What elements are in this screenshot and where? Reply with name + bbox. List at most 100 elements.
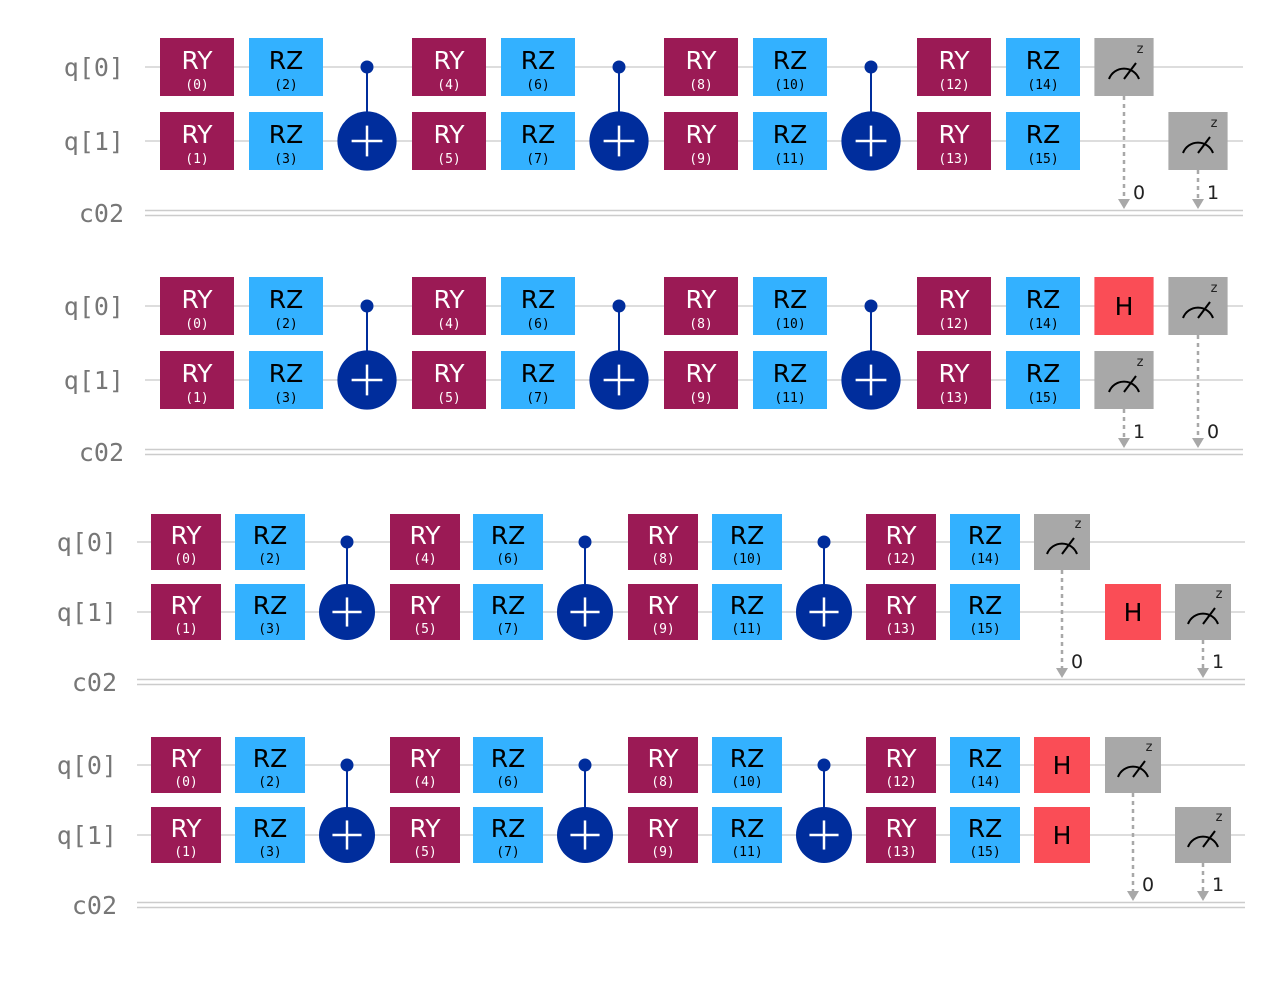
gate-parameter: (11) [774, 152, 805, 167]
gate-label: RY [181, 285, 213, 314]
gate-label: RZ [521, 46, 556, 75]
meter-icon: z [1108, 355, 1144, 393]
gate-parameter: (13) [885, 845, 916, 860]
classical-bit-index: 1 [1212, 874, 1224, 896]
classical-register-label: c02 [79, 199, 124, 228]
rz-gate [753, 112, 827, 170]
gate-parameter: (5) [413, 845, 436, 860]
meter-icon: z [1117, 740, 1153, 778]
gate-label: H [1053, 821, 1072, 850]
ry-gate [917, 277, 991, 335]
meter-icon: z [1108, 42, 1144, 80]
rz-gate [1006, 351, 1080, 409]
classical-bit-index: 1 [1133, 421, 1145, 443]
meter-needle [1202, 830, 1216, 848]
ry-gate [628, 584, 698, 640]
ry-gate [866, 807, 936, 863]
meter-basis-label: z [1146, 740, 1153, 755]
meter-needle [1197, 301, 1211, 319]
ry-gate [390, 514, 460, 570]
gate-parameter: (4) [413, 775, 436, 790]
qubit-label: q[0] [57, 528, 117, 557]
rz-gate [249, 277, 323, 335]
gate-label: RZ [1026, 120, 1061, 149]
ry-gate [866, 514, 936, 570]
circuit-3: q[0]q[1]c02RY(0)RY(1)RZ(2)RZ(3)RY(4)RY(5… [57, 514, 1245, 697]
ry-gate [664, 277, 738, 335]
qubit-label: q[1] [57, 821, 117, 850]
gate-parameter: (8) [689, 317, 712, 332]
meter-arc [1117, 765, 1149, 778]
ry-gate [160, 38, 234, 96]
qubit-label: q[0] [57, 751, 117, 780]
cnot-control-dot [360, 60, 374, 74]
gate-label: RY [433, 285, 465, 314]
gate-label: RY [885, 814, 917, 843]
gate-label: H [1053, 751, 1072, 780]
meter-icon: z [1187, 810, 1223, 848]
gate-label: RY [433, 359, 465, 388]
gate-parameter: (10) [774, 317, 805, 332]
gate-label: RY [685, 285, 717, 314]
rz-gate [753, 277, 827, 335]
gate-label: RZ [968, 521, 1003, 550]
meter-icon: z [1182, 281, 1218, 319]
measure-gate [1094, 38, 1154, 96]
rz-gate [753, 38, 827, 96]
rz-gate [950, 584, 1020, 640]
gate-label: RY [433, 120, 465, 149]
meter-basis-label: z [1137, 355, 1144, 370]
gate-label: RY [685, 359, 717, 388]
rz-gate [473, 807, 543, 863]
measure-gate [1094, 351, 1154, 409]
gate-label: RZ [253, 591, 288, 620]
measure-arrow-icon [1197, 668, 1209, 678]
meter-needle [1132, 760, 1146, 778]
gate-label: RZ [1026, 285, 1061, 314]
gate-label: RY [170, 814, 202, 843]
rz-gate [235, 737, 305, 793]
gate-parameter: (5) [437, 152, 460, 167]
rz-gate [249, 112, 323, 170]
classical-register-label: c02 [72, 891, 117, 920]
gate-parameter: (12) [938, 317, 969, 332]
circuit-1: q[0]q[1]c02RY(0)RY(1)RZ(2)RZ(3)RY(4)RY(5… [64, 38, 1243, 228]
gate-parameter: (3) [258, 622, 281, 637]
gate-label: RY [647, 814, 679, 843]
gate-parameter: (2) [274, 78, 297, 93]
cnot-control-dot [612, 299, 626, 313]
ry-gate [917, 112, 991, 170]
gate-label: RZ [269, 46, 304, 75]
gate-label: RY [647, 744, 679, 773]
gate-label: RZ [730, 814, 765, 843]
h-gate [1105, 584, 1161, 640]
rz-gate [1006, 38, 1080, 96]
gate-parameter: (2) [274, 317, 297, 332]
gate-label: RZ [521, 359, 556, 388]
rz-gate [712, 737, 782, 793]
gate-label: RY [647, 591, 679, 620]
gate-label: RY [885, 591, 917, 620]
rz-gate [501, 38, 575, 96]
rz-gate [712, 584, 782, 640]
gate-label: RY [938, 46, 970, 75]
cnot-control-dot [360, 299, 374, 313]
gate-parameter: (4) [413, 552, 436, 567]
meter-arc [1187, 612, 1219, 625]
ry-gate [151, 584, 221, 640]
gate-label: RZ [521, 120, 556, 149]
gate-label: RZ [269, 359, 304, 388]
gate-label: RZ [491, 521, 526, 550]
meter-needle [1123, 375, 1137, 393]
gate-parameter: (1) [185, 152, 208, 167]
gate-parameter: (0) [174, 552, 197, 567]
rz-gate [501, 351, 575, 409]
cnot-control-dot [817, 535, 831, 549]
classical-bit-index: 1 [1207, 182, 1219, 204]
gate-label: RZ [491, 814, 526, 843]
gate-label: RY [938, 120, 970, 149]
gate-parameter: (8) [651, 775, 674, 790]
gate-parameter: (4) [437, 78, 460, 93]
meter-needle [1202, 607, 1216, 625]
gate-parameter: (7) [526, 391, 549, 406]
